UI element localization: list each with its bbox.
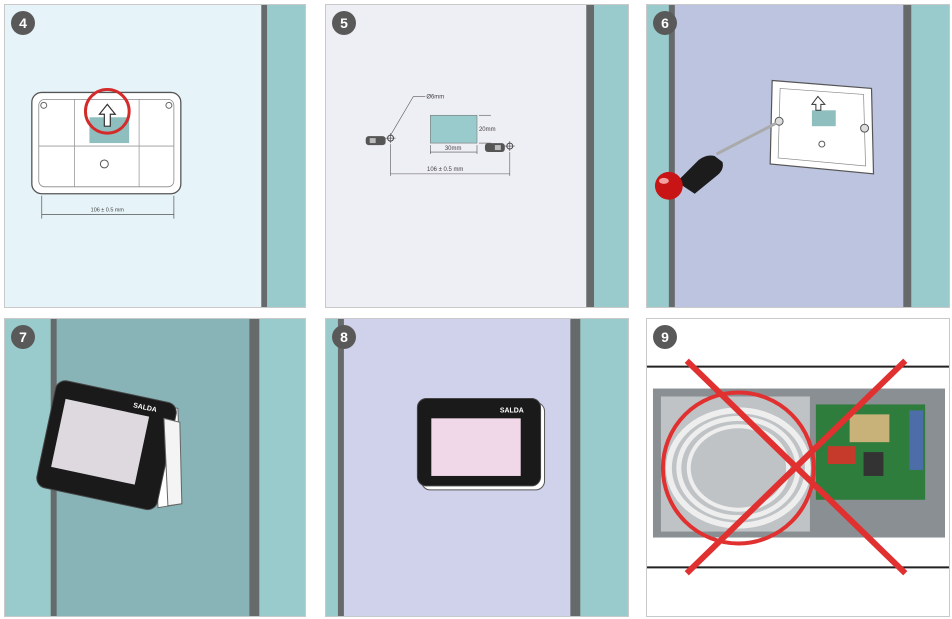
- step-9-badge: 9: [653, 325, 677, 349]
- step-6-panel: 6: [646, 4, 950, 308]
- cutout-height-label: 20mm: [479, 127, 496, 133]
- step-8-panel: SALDA 8: [325, 318, 629, 617]
- step-5-dimension: 106 ± 0.5 mm: [427, 167, 463, 173]
- screwing-drawing: [647, 5, 949, 307]
- controller-unit: SALDA: [417, 398, 544, 489]
- step-4-dimension: 106 ± 0.5 mm: [91, 208, 125, 214]
- step-5-panel: Ø6mm 20mm 30mm 106 ± 0.5 mm 5: [325, 4, 629, 308]
- step-6-badge: 6: [653, 11, 677, 35]
- forbidden-installation-photo: [647, 319, 949, 616]
- step-7-panel: SALDA 7: [4, 318, 306, 617]
- wall-plug-left: [366, 136, 386, 145]
- mounting-plate-drawing: 106 ± 0.5 mm: [5, 5, 305, 307]
- brand-label-8: SALDA: [500, 407, 524, 414]
- step-5-badge: 5: [332, 11, 356, 35]
- hole-diameter-label: Ø6mm: [426, 94, 444, 100]
- step-4-badge: 4: [11, 11, 35, 35]
- step-8-badge: 8: [332, 325, 356, 349]
- step-7-badge: 7: [11, 325, 35, 349]
- cutout-width-label: 30mm: [445, 146, 462, 152]
- installed-controller-drawing: SALDA: [326, 319, 628, 616]
- drilling-drawing: Ø6mm 20mm 30mm 106 ± 0.5 mm: [326, 5, 628, 307]
- attach-controller-drawing: SALDA: [5, 319, 305, 616]
- step-4-panel: 106 ± 0.5 mm 4: [4, 4, 306, 308]
- wall-plug-right: [485, 143, 505, 152]
- step-9-panel: 9: [646, 318, 950, 617]
